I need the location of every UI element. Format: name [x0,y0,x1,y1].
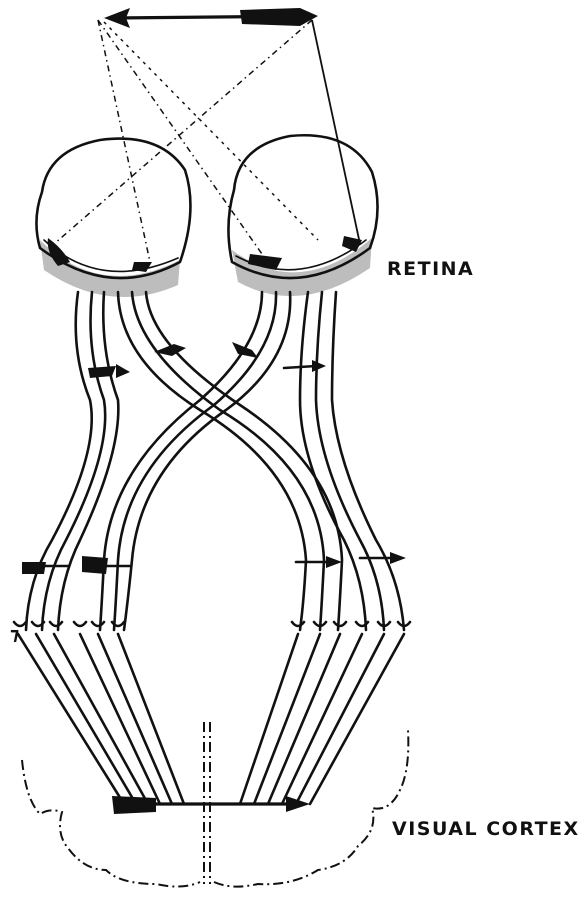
object-arrow [104,8,318,28]
visual-cortex-label: VISUAL CORTEX [392,818,580,840]
lateral-geniculate-synapses: ⁊ [10,622,410,645]
left-eye [36,139,190,297]
visual-cortex-outline [22,730,408,887]
optic-nerve-fibers [26,292,404,630]
right-eye [228,135,377,296]
retina-label: RETINA [387,258,474,280]
optic-radiations [18,634,404,804]
